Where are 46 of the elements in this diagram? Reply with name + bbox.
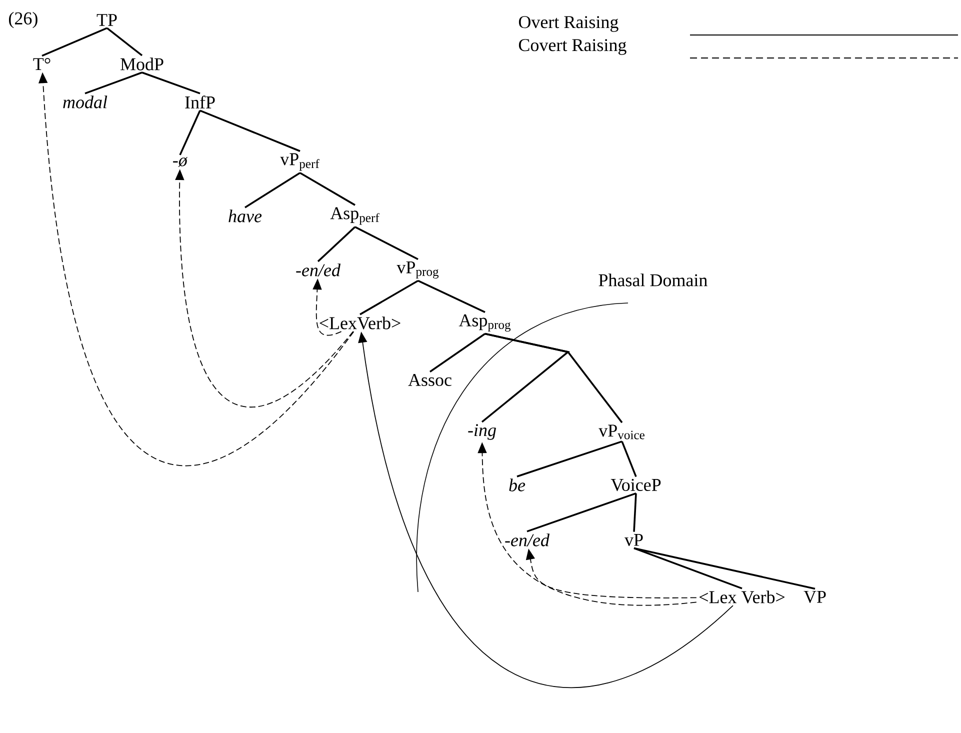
tree-label: -en/ed [296,264,341,276]
branch-line [179,110,201,156]
branch-line [418,280,486,314]
branch-line [360,280,418,316]
tree-label: ModP [120,58,164,70]
branch-line [516,440,622,478]
phase-label: Phasal Domain [598,274,708,286]
branch-line [354,226,418,260]
branch-line [317,226,356,262]
branch-line [634,547,742,590]
tree-label: InfP [185,96,215,108]
tree-label: vP$_{prog}$ [396,261,439,279]
branch-line [200,110,300,152]
tree-label: -en/ed [505,534,550,546]
tree-label: vP [624,534,643,546]
tree-label: <Lex Verb> [700,590,785,604]
tree-label: have [228,210,262,222]
tree-label: TP [96,14,117,26]
tree-label: vP$_{perf}$ [280,153,320,171]
tree-label: -ø [173,157,188,167]
branch-line [106,27,143,56]
branch-line [621,441,637,478]
branch-line [633,493,637,532]
branch-line [300,172,356,206]
branch-line [244,172,300,208]
branch-line [634,547,816,590]
legend-text: Overt Raising [518,16,618,32]
tree-label: modal [63,96,108,108]
example-number: (26) [9,12,38,28]
tree-label: vP$_{voice}$ [598,424,644,440]
branch-line [430,333,486,372]
tree-label: <LexVerb> [320,316,400,330]
tree-label: Asp$_{prog}$ [458,314,511,332]
branch-line [526,492,636,532]
branch-line [484,332,623,424]
tree-label: VP [804,590,826,604]
legend-text: Covert Raising [518,39,626,55]
branch-line [42,27,108,57]
tree-label: Assoc [408,374,452,386]
branch-line [142,72,200,94]
tree-label: be [509,478,526,492]
branch-line [84,72,142,94]
tree-label: -ing [468,424,496,440]
tree-label: Asp$_{perf}$ [330,207,380,225]
tree-label: T° [33,58,50,70]
tree-label: VoiceP [610,478,661,492]
